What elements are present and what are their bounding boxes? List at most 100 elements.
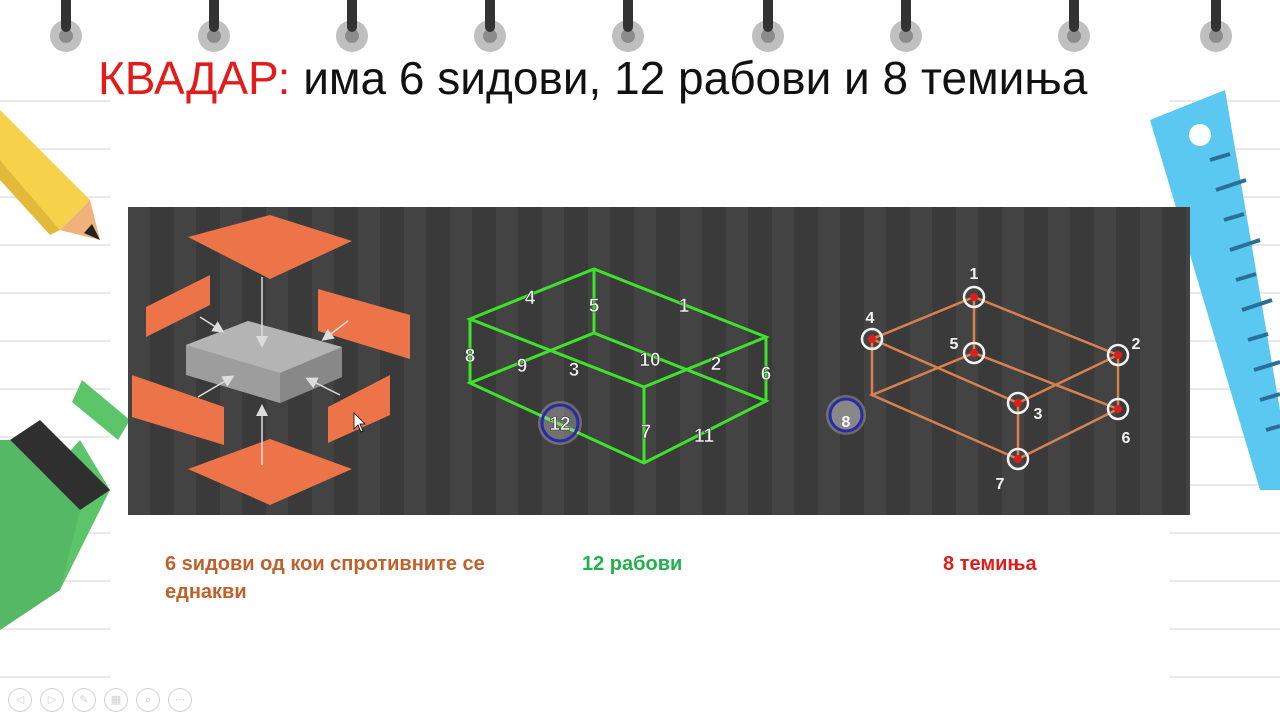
vertex-label: 1 — [970, 266, 979, 283]
pen-icon[interactable]: ✎ — [72, 688, 96, 712]
face-front — [132, 375, 224, 445]
binder-ring — [1056, 0, 1092, 60]
vertex-dot — [1114, 351, 1122, 359]
background-stripe — [358, 207, 380, 515]
edge-highlight-ring — [540, 403, 580, 443]
edge-label: 10 — [639, 350, 660, 371]
vertex-circle — [1006, 447, 1030, 471]
edge-label: 1 — [679, 296, 690, 317]
vertex-circle — [1006, 391, 1030, 415]
ruled-line — [0, 340, 110, 342]
ruled-line — [0, 388, 110, 390]
binder-ring — [472, 0, 508, 60]
face-left — [146, 275, 210, 337]
face-bottom — [188, 439, 352, 505]
background-stripe — [496, 207, 518, 515]
edge-label: 3 — [569, 360, 580, 381]
edges-panel — [465, 267, 771, 465]
vertex-dot — [970, 349, 978, 357]
ruled-line — [1170, 532, 1280, 534]
edge-label: 9 — [517, 356, 528, 377]
background-stripe — [1186, 207, 1190, 515]
background-stripe — [542, 207, 564, 515]
vertex-dot — [1014, 399, 1022, 407]
background-stripe — [404, 207, 426, 515]
slide-title: КВАДАР: има 6 ѕидови, 12 рабови и 8 теми… — [98, 48, 1118, 108]
binder-rings — [0, 0, 1280, 60]
edge-label: 4 — [525, 288, 536, 309]
vertex-dot — [1014, 455, 1022, 463]
face-top — [188, 215, 352, 279]
vertices-caption: 8 темиња — [943, 553, 1037, 575]
ruled-line — [1170, 484, 1280, 486]
ruler-icon — [1150, 90, 1280, 490]
background-stripe — [634, 207, 656, 515]
edge-label: 5 — [589, 296, 600, 317]
faces-caption: 6 ѕидови од кои спротивните се еднакви — [165, 553, 485, 603]
ruled-line — [1170, 388, 1280, 390]
background-stripe — [772, 207, 794, 515]
vertex-label: 8 — [842, 414, 851, 431]
vertex-label: 5 — [950, 336, 959, 353]
vertex-label: 7 — [996, 476, 1005, 493]
ruled-line — [0, 628, 110, 630]
binder-ring — [196, 0, 232, 60]
background-stripe — [818, 207, 840, 515]
background-stripe — [450, 207, 472, 515]
ruled-line — [0, 292, 110, 294]
next-icon[interactable]: ▷ — [40, 688, 64, 712]
marker-icon — [0, 380, 130, 630]
edge-label: 2 — [711, 354, 722, 375]
zoom-icon[interactable]: ⌕ — [136, 688, 160, 712]
ruled-line — [1170, 676, 1280, 678]
edge-label: 12 — [549, 414, 570, 435]
vertex-highlight-ring — [828, 397, 864, 433]
mouse-cursor-icon — [353, 412, 366, 433]
binder-ring — [750, 0, 786, 60]
ruled-line — [0, 148, 110, 150]
background-stripe — [864, 207, 886, 515]
background-stripe — [1048, 207, 1070, 515]
binder-ring — [334, 0, 370, 60]
background-stripe — [726, 207, 748, 515]
edge-highlight-glow — [538, 401, 582, 445]
vertex-dot — [970, 293, 978, 301]
background-stripe — [1140, 207, 1162, 515]
vertex-circle — [1106, 397, 1130, 421]
binder-ring — [888, 0, 924, 60]
vertex-circle — [1106, 343, 1130, 367]
background-stripe — [680, 207, 702, 515]
ruled-line — [0, 244, 110, 246]
edge-label: 7 — [641, 422, 652, 443]
vertex-label: 6 — [1122, 430, 1131, 447]
background-stripe — [174, 207, 196, 515]
slides-icon[interactable]: ▦ — [104, 688, 128, 712]
vertex-label: 4 — [866, 310, 875, 327]
title-keyword: КВАДАР: — [98, 52, 291, 104]
binder-ring — [1198, 0, 1234, 60]
vertex-dot — [1114, 405, 1122, 413]
ruled-line — [1170, 580, 1280, 582]
more-icon[interactable]: ⋯ — [168, 688, 192, 712]
face-back — [318, 289, 410, 359]
vertex-circle — [962, 341, 986, 365]
face-right — [328, 375, 390, 443]
title-description: има 6 ѕидови, 12 рабови и 8 темиња — [290, 52, 1088, 104]
edges-caption: 12 рабови — [582, 553, 683, 575]
prev-icon[interactable]: ◁ — [8, 688, 32, 712]
vertex-circle — [860, 327, 884, 351]
edge-label: 11 — [694, 426, 715, 447]
vertex-circle — [962, 285, 986, 309]
edge-label: 6 — [761, 364, 772, 385]
ruled-line — [1170, 628, 1280, 630]
pencil-icon — [0, 110, 100, 240]
ruled-line — [0, 100, 110, 102]
binder-ring — [610, 0, 646, 60]
binder-ring — [48, 0, 84, 60]
vertex-label: 3 — [1034, 406, 1043, 423]
background-stripe — [128, 207, 150, 515]
